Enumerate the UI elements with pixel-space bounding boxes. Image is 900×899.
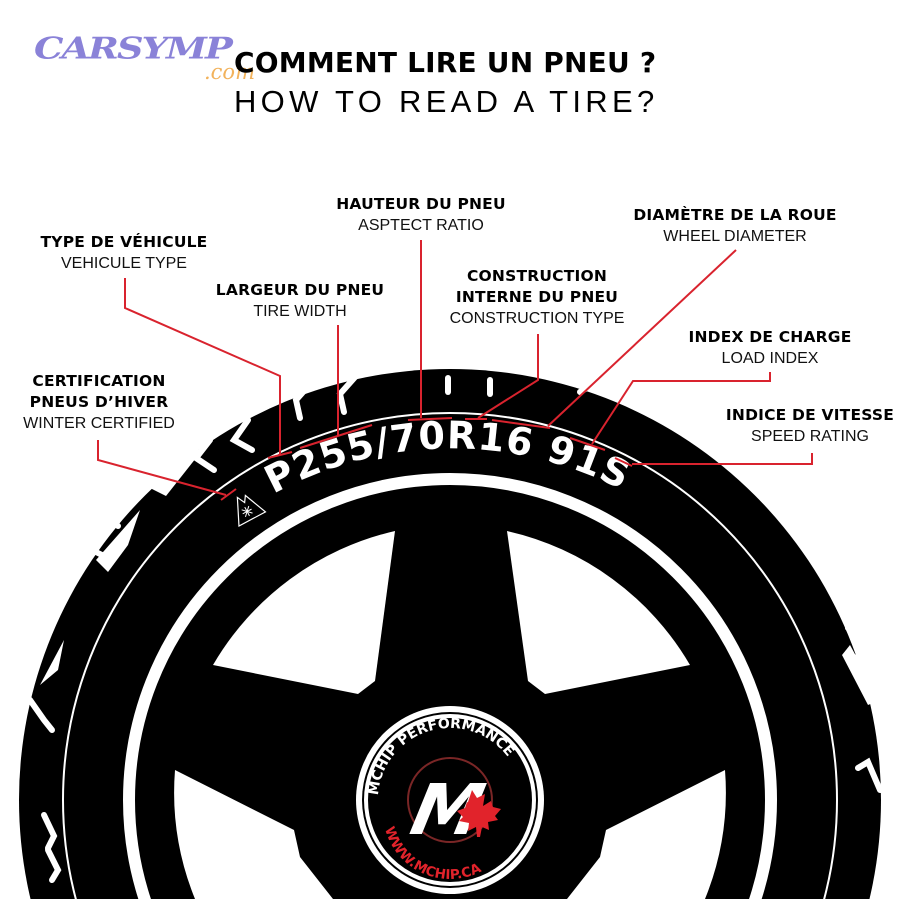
label-vehicle-type-fr: TYPE DE VÉHICULE [40,233,208,251]
label-aspect-ratio: HAUTEUR DU PNEU ASPTECT RATIO [336,194,506,236]
leader-speed-rating [632,453,813,465]
leader-lines [97,240,813,501]
label-speed-rating-en: SPEED RATING [751,428,869,445]
label-vehicle-type: TYPE DE VÉHICULE VEHICULE TYPE [41,232,208,274]
label-aspect-ratio-en: ASPTECT RATIO [358,217,484,234]
maple-leaf-icon [457,790,501,837]
label-aspect-ratio-fr: HAUTEUR DU PNEU [336,195,506,213]
label-construction-en: CONSTRUCTION TYPE [449,310,625,327]
label-construction-fr-2: INTERNE DU PNEU [455,288,619,306]
carsymp-logo[interactable]: CARSYMP .com [34,30,274,86]
label-winter-fr-1: CERTIFICATION [32,372,166,390]
wheel-openings [174,531,726,899]
sidewall-line [62,412,838,899]
page-title-french: COMMENT LIRE UN PNEU ? [234,46,657,79]
label-wheel-diameter-fr: DIAMÈTRE DE LA ROUE [633,206,837,224]
label-tire-width-en: TIRE WIDTH [253,303,347,320]
leader-construction [477,334,539,419]
label-load-index-fr: INDEX DE CHARGE [688,328,852,346]
label-load-index: INDEX DE CHARGE LOAD INDEX [689,327,852,369]
label-speed-rating-fr: INDICE DE VITESSE [725,406,895,424]
label-tire-width: LARGEUR DU PNEU TIRE WIDTH [216,280,384,322]
label-construction: CONSTRUCTION INTERNE DU PNEU CONSTRUCTIO… [450,266,625,329]
rim-ring [123,473,777,899]
label-tire-width-fr: LARGEUR DU PNEU [215,281,385,299]
label-wheel-diameter: DIAMÈTRE DE LA ROUE WHEEL DIAMETER [633,205,836,247]
label-speed-rating: INDICE DE VITESSE SPEED RATING [726,405,894,447]
tire-outer [19,369,881,899]
leader-vehicle-type [124,278,281,455]
label-winter-en: WINTER CERTIFIED [23,415,175,432]
label-construction-fr-1: CONSTRUCTION [466,267,608,285]
leader-load-index [591,372,771,445]
label-vehicle-type-en: VEHICULE TYPE [61,255,187,272]
logo-wordmark: CARSYMP [34,30,233,67]
label-winter-certified: CERTIFICATION PNEUS D’HIVER WINTER CERTI… [23,371,175,434]
hub-logo: MCHIP PERFORMANCE M WWW.MCHIP.CA [356,706,544,894]
label-wheel-diameter-en: WHEEL DIAMETER [663,228,807,245]
page-title-english: HOW TO READ A TIRE? [234,84,659,119]
label-winter-fr-2: PNEUS D’HIVER [29,393,169,411]
leader-wheel-diameter [547,249,737,427]
winter-mountain-snowflake-icon [236,494,267,527]
label-load-index-en: LOAD INDEX [721,350,819,367]
leader-winter-certified [97,440,227,496]
logo-domain: .com [204,60,255,84]
